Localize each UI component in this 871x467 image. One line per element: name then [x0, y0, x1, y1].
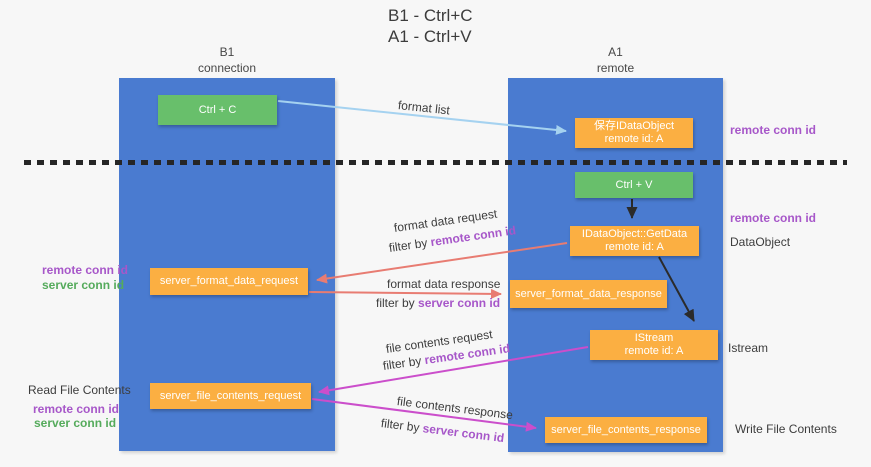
read-file-contents-label: Read File Contents: [28, 383, 131, 397]
save-idataobject-node: 保存IDataObject remote id: A: [575, 118, 693, 148]
filter-by-text: filter by: [380, 416, 421, 435]
title-line-1: B1 - Ctrl+C: [388, 6, 473, 25]
write-file-contents-label: Write File Contents: [735, 422, 837, 436]
server-format-data-request-label: server_format_data_request: [159, 275, 299, 287]
left-column-header: B1 connection: [119, 44, 335, 76]
istream-side-label: Istream: [728, 341, 769, 355]
getdata-line1: IDataObject::GetData: [581, 228, 688, 240]
server-conn-id-key: server conn id: [418, 296, 501, 310]
title-line-2: A1 - Ctrl+V: [388, 27, 472, 46]
ctrl-v-node: Ctrl + V: [575, 172, 693, 198]
filter-by-text: filter by: [376, 296, 415, 310]
diagram-title: B1 - Ctrl+C A1 - Ctrl+V: [388, 5, 473, 47]
server-file-contents-response-label: server_file_contents_response: [551, 423, 701, 436]
istream-line2: remote id: A: [624, 345, 684, 357]
ctrl-c-node: Ctrl + C: [158, 95, 277, 125]
server-file-contents-request-node: server_file_contents_request: [150, 383, 311, 409]
idataobject-getdata-node: IDataObject::GetData remote id: A: [570, 226, 699, 256]
format-data-response-arrow: [308, 288, 502, 299]
left-column-role: connection: [197, 61, 257, 75]
istream-line1: IStream: [634, 332, 674, 344]
file-contents-response-label: file contents response: [396, 394, 514, 423]
server-conn-id-key: server conn id: [421, 421, 505, 446]
format-data-response-filter-label: filter by server conn id: [376, 296, 500, 310]
save-idataobject-line2: remote id: A: [604, 133, 664, 145]
right-column-role: remote: [596, 61, 635, 75]
left-bottom-server-conn-id-label: server conn id: [34, 416, 117, 430]
dataobject-label: DataObject: [730, 235, 791, 249]
server-format-data-response-label: server_format_data_response: [515, 287, 662, 300]
left-bottom-remote-conn-id-label: remote conn id: [33, 402, 120, 416]
right-column-header: A1 remote: [508, 44, 723, 76]
right-column-name: A1: [608, 45, 623, 59]
format-data-response-label: format data response: [387, 277, 501, 291]
ctrl-v-label: Ctrl + V: [615, 178, 653, 191]
server-file-contents-response-node: server_file_contents_response: [545, 417, 707, 443]
file-contents-response-filter-label: filter by server conn id: [380, 416, 505, 445]
format-list-label: format list: [397, 98, 451, 118]
ctrl-c-label: Ctrl + C: [198, 103, 237, 116]
right-remote-conn-id-label-2: remote conn id: [730, 211, 817, 225]
filter-by-text: filter by: [388, 235, 429, 255]
left-server-conn-id-label: server conn id: [42, 278, 125, 292]
left-column-name: B1: [219, 45, 235, 59]
left-remote-conn-id-label: remote conn id: [42, 263, 129, 277]
filter-by-text: filter by: [382, 353, 423, 373]
getdata-line2: remote id: A: [605, 241, 664, 253]
phase-divider-dashed-line: [24, 160, 847, 165]
server-format-data-response-node: server_format_data_response: [510, 280, 667, 308]
istream-node: IStream remote id: A: [590, 330, 718, 360]
server-format-data-request-node: server_format_data_request: [150, 268, 308, 295]
right-remote-conn-id-label-1: remote conn id: [730, 123, 817, 137]
server-file-contents-request-label: server_file_contents_request: [159, 389, 302, 402]
save-idataobject-line1: 保存IDataObject: [593, 120, 675, 132]
